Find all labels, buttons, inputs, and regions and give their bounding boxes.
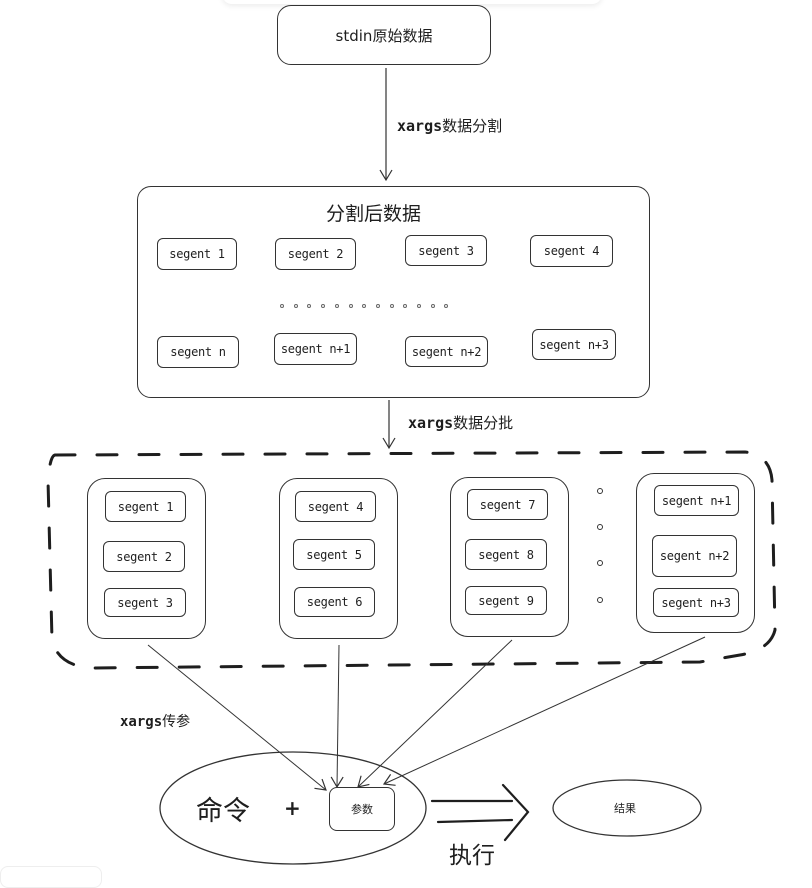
top-toolbar-edge <box>222 0 602 4</box>
stdin-label: stdin原始数据 <box>335 26 433 45</box>
segment-box: segent 3 <box>104 588 186 617</box>
batch-ellipsis-dot <box>597 560 603 566</box>
segment-box: segent n+3 <box>532 329 616 360</box>
command-ellipse <box>159 751 427 865</box>
execute-arrow <box>430 783 530 842</box>
segment-box: segent 2 <box>275 238 356 270</box>
batch-ellipsis-dot <box>597 488 603 494</box>
split-arrow-label: xargs数据分割 <box>397 117 503 135</box>
segment-box: segent n <box>157 336 239 368</box>
segment-box: segent 1 <box>157 238 237 270</box>
ellipsis-dot <box>417 304 421 308</box>
ellipsis-dot <box>362 304 367 308</box>
batch-arrow-label: xargs数据分批 <box>408 414 514 432</box>
ellipsis-dot <box>321 304 326 308</box>
segment-box: segent 5 <box>293 539 375 570</box>
ellipsis-dot <box>444 304 449 308</box>
result-ellipse <box>552 779 702 837</box>
ellipsis-dot <box>307 304 312 308</box>
batch-group-2 <box>279 478 398 639</box>
segment-box: segent 9 <box>465 586 547 615</box>
batch-group-3 <box>450 477 569 637</box>
ellipsis-dot <box>430 304 435 308</box>
execute-label: 执行 <box>449 843 495 869</box>
ellipsis-dot <box>375 304 380 308</box>
segment-box: segent 3 <box>405 235 487 266</box>
segment-box: segent 4 <box>530 235 613 267</box>
batch-group-4 <box>636 473 755 633</box>
result-label: 结果 <box>614 802 636 815</box>
bottom-left-panel-edge <box>0 866 102 888</box>
arrow-batch2-args <box>330 644 344 789</box>
ellipsis-dot <box>348 304 353 308</box>
ellipsis-dot <box>389 304 394 308</box>
plus-sign: + <box>284 796 301 820</box>
segment-box: segent 6 <box>294 587 375 617</box>
segment-box: segent 4 <box>295 491 376 522</box>
args-box: 参数 <box>329 787 395 831</box>
arrow-batch1-args <box>147 644 327 791</box>
arrow-batch3-args <box>357 639 513 788</box>
split-container-title: 分割后数据 <box>326 203 422 225</box>
ellipsis-dot <box>280 304 284 308</box>
ellipsis-dot <box>293 304 298 308</box>
segment-box: segent 1 <box>105 491 186 522</box>
batch-ellipsis-dot <box>597 597 603 603</box>
command-label: 命令 <box>196 796 250 827</box>
segment-box: segent 7 <box>467 489 548 520</box>
pass-args-label: xargs传参 <box>120 714 191 730</box>
batch-container-dashed <box>46 450 777 670</box>
batch-ellipsis-dot <box>597 524 603 530</box>
ellipsis-dot <box>334 304 339 308</box>
stdin-box: stdin原始数据 <box>277 5 491 65</box>
ellipsis-dot <box>403 304 408 308</box>
segment-box: segent n+2 <box>652 535 737 577</box>
args-label: 参数 <box>351 803 373 816</box>
batch-group-1 <box>87 478 206 639</box>
segment-box: segent 2 <box>103 541 185 572</box>
segment-box: segent n+3 <box>653 588 739 617</box>
segment-box: segent n+1 <box>654 485 739 516</box>
segment-box: segent n+1 <box>274 333 357 365</box>
arrow-batch4-args <box>382 636 706 786</box>
segment-box: segent n+2 <box>405 336 488 367</box>
segment-box: segent 8 <box>465 539 547 570</box>
